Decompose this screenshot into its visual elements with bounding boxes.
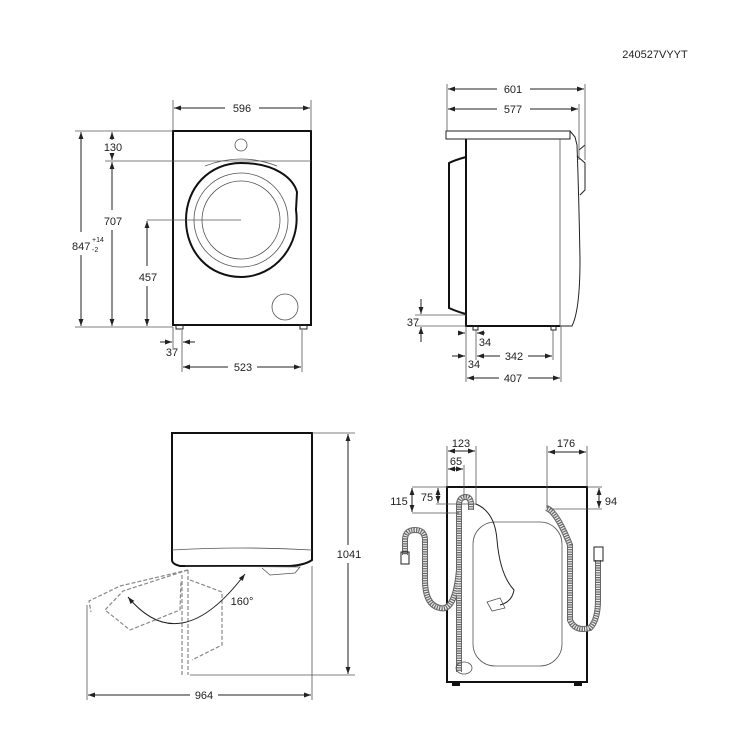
back-view: 123 65 115 75 176 94 (390, 438, 617, 686)
dim-top-panel: 130 (104, 142, 122, 154)
dim-rear-foot-offset: 34 (479, 337, 491, 349)
dim-door-open-depth: 1041 (337, 549, 361, 561)
dim-inlet-x-right: 176 (557, 438, 575, 450)
dim-inlet-x-left: 65 (450, 456, 462, 468)
dim-height: 847 (72, 241, 90, 253)
dim-inlet-y-left: 75 (421, 492, 433, 504)
side-view: 601 577 37 34 342 34 407 (407, 84, 586, 385)
dim-door-open-width: 964 (195, 690, 213, 702)
door-open-outline (88, 569, 189, 613)
model-code: 240527VYYT (622, 49, 688, 61)
top-body (171, 432, 313, 567)
filter-cover (271, 293, 299, 321)
door-outer (184, 161, 299, 279)
door-angle-arc (127, 573, 246, 624)
dim-drain-x: 123 (452, 438, 470, 450)
dim-body-height: 707 (104, 216, 122, 228)
dim-door-center: 457 (139, 272, 157, 284)
back-body (446, 486, 588, 683)
program-knob (234, 138, 248, 152)
dim-total-depth: 601 (504, 84, 522, 96)
dim-foot-spacing: 523 (234, 362, 252, 374)
dim-side-foot-spacing: 342 (505, 351, 523, 363)
back-panel (472, 521, 563, 667)
power-plug (486, 597, 506, 612)
door-handle (576, 155, 586, 196)
dim-side-foot-height: 37 (407, 317, 419, 329)
height-tolerance-plus: +14 (92, 237, 104, 244)
worktop (445, 130, 571, 140)
rear-panel (448, 156, 467, 315)
dim-depth: 577 (504, 104, 522, 116)
dim-foot-offset: 37 (166, 347, 178, 359)
top-view: 160° 1041 964 (86, 432, 361, 702)
dim-feet-depth: 407 (504, 373, 522, 385)
inlet-hose (544, 505, 604, 632)
dim-door-angle: 160° (231, 596, 254, 608)
front-body (172, 130, 312, 326)
drain-hose (400, 493, 474, 675)
height-tolerance-minus: -2 (92, 247, 98, 254)
front-view: 596 847 +14 -2 130 707 457 37 523 (72, 100, 312, 374)
dim-rear-offset: 34 (468, 359, 480, 371)
power-cable (475, 503, 515, 606)
dim-width: 596 (233, 103, 251, 115)
dim-drain-y: 115 (390, 496, 408, 508)
dim-inlet-y-right: 94 (605, 496, 617, 508)
